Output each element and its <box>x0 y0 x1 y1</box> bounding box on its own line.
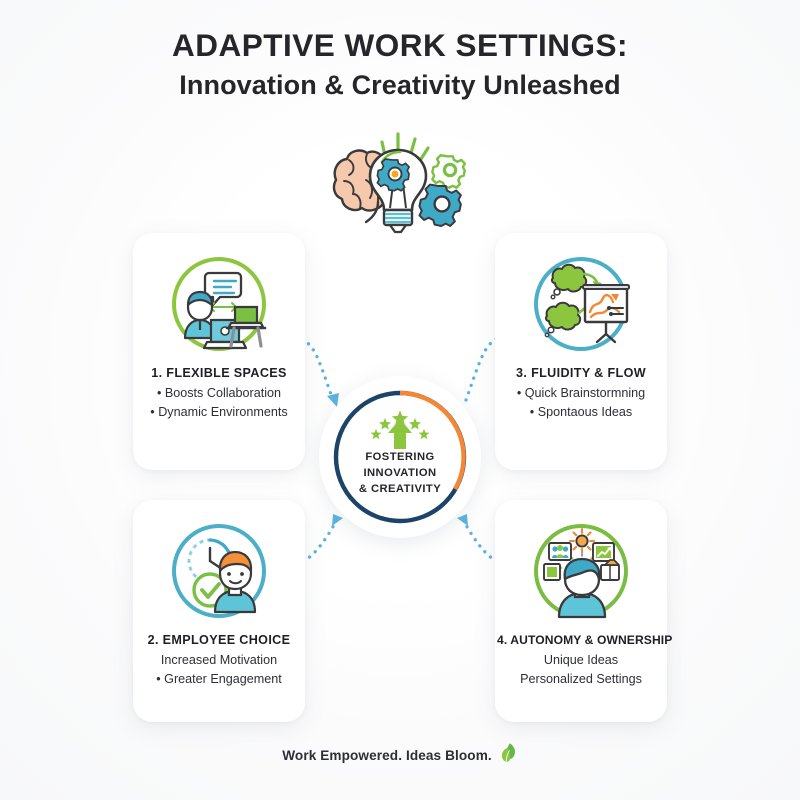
page-title: ADAPTIVE WORK SETTINGS: Innovation & Cre… <box>0 27 800 102</box>
hub-label-line-2: INNOVATION <box>363 467 437 480</box>
hub-label-line-1: FOSTERING <box>365 451 435 463</box>
card-text-block: 1. FLEXIBLE SPACES • Boosts Collaboratio… <box>133 366 305 419</box>
person-radiating-ideas-icon <box>527 517 635 625</box>
card-text-block: 3. FLUIDITY & FLOW • Quick Brainstormnin… <box>495 366 667 419</box>
thought-clouds-presentation-board-icon <box>527 250 635 358</box>
card-line: • Dynamic Environments <box>150 405 288 419</box>
card-flexible-spaces[interactable]: 1. FLEXIBLE SPACES • Boosts Collaboratio… <box>133 233 305 470</box>
card-employee-choice[interactable]: 2. EMPLOYEE CHOICE Increased Motivation … <box>133 500 305 722</box>
card-heading: 3. FLUIDITY & FLOW <box>516 366 646 380</box>
title-main: ADAPTIVE WORK SETTINGS: <box>171 27 628 63</box>
hub-ring <box>333 390 467 524</box>
card-autonomy-and-ownership[interactable]: 4. AUTONOMY & OWNERSHIP Unique Ideas Per… <box>495 500 673 722</box>
card-line: • Quick Brainstormning <box>516 385 646 400</box>
footer: Work Empowered. Ideas Bloom. <box>0 742 800 768</box>
card-line: Personalized Settings <box>520 672 642 686</box>
card-line: Unique Ideas <box>543 652 619 667</box>
center-hub[interactable]: FOSTERING INNOVATION & CREATIVITY <box>319 376 481 538</box>
green-up-arrow-with-stars-icon <box>370 410 430 449</box>
brain-lightbulb-gears-icon <box>322 128 482 236</box>
card-fluidity-and-flow[interactable]: 3. FLUIDITY & FLOW • Quick Brainstormnin… <box>495 233 667 470</box>
card-line: • Greater Engagement <box>156 672 282 686</box>
clock-checkmark-person-icon <box>165 517 273 625</box>
green-leaf-icon <box>499 742 518 768</box>
card-text-block: 2. EMPLOYEE CHOICE Increased Motivation … <box>133 633 305 686</box>
card-text-block: 4. AUTONOMY & OWNERSHIP Unique Ideas Per… <box>495 633 673 686</box>
footer-tagline: Work Empowered. Ideas Bloom. <box>282 747 492 763</box>
card-line: • Spontaous Ideas <box>529 405 633 419</box>
card-line: • Boosts Collaboration <box>156 385 282 400</box>
title-subtitle: Innovation & Creativity Unleashed <box>179 70 621 101</box>
card-heading: 2. EMPLOYEE CHOICE <box>147 633 291 647</box>
hub-label: FOSTERING INNOVATION & CREATIVITY <box>330 449 470 498</box>
card-heading: 1. FLEXIBLE SPACES <box>151 366 287 380</box>
card-heading: 4. AUTONOMY & OWNERSHIP <box>497 633 673 647</box>
collaboration-desk-chat-icon <box>165 250 273 358</box>
hub-label-line-3: & CREATIVITY <box>358 483 442 496</box>
card-line: Increased Motivation <box>160 652 278 667</box>
